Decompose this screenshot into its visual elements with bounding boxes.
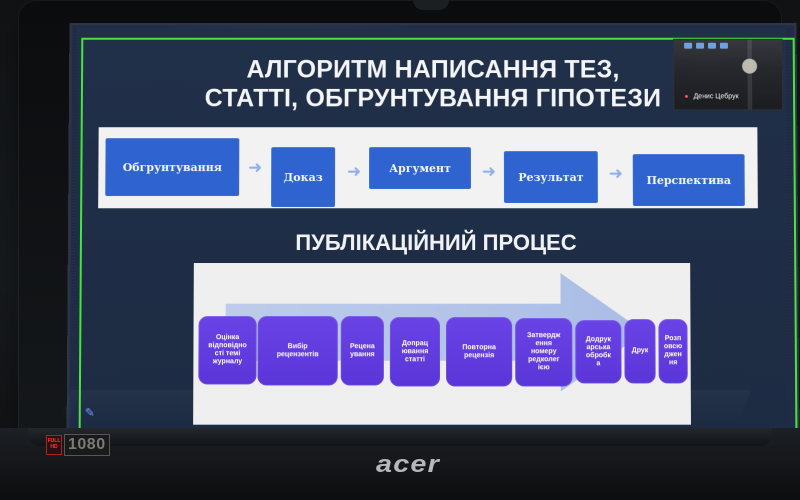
- laptop-bezel: АЛГОРИТМ НАПИСАННЯ ТЕЗ, СТАТТІ, ОБГРУНТУ…: [18, 0, 800, 458]
- publication-step: Затвердж ення номеру редколег ією: [515, 318, 573, 387]
- hd-resolution-label: 1080: [64, 434, 110, 456]
- flow-arrow-icon: ➜: [248, 158, 263, 179]
- publication-step: Додрук арська обробк а: [575, 320, 622, 384]
- publication-step: Оцінка відповідно сті темі журналу: [198, 316, 257, 385]
- camera-icon: [684, 42, 693, 49]
- camera-icon: [696, 42, 705, 49]
- publication-step-label: Друк: [631, 347, 649, 355]
- hd-badge: FULL HD 1080: [46, 434, 110, 456]
- publication-step: Вибір рецензентів: [257, 316, 338, 386]
- publication-step-label: Затвердж ення номеру редколег ією: [527, 332, 561, 372]
- publication-step: Друк: [624, 319, 656, 384]
- publication-step-label: Розп овсю джен ня: [663, 335, 683, 367]
- algorithm-step-label: Доказ: [283, 170, 323, 184]
- publication-step: Повторна рецензія: [446, 317, 513, 387]
- slide-subtitle: ПУБЛІКАЦІЙНИЙ ПРОЦЕС: [295, 230, 577, 256]
- camera-notch: [413, 0, 449, 10]
- algorithm-step: Аргумент: [369, 147, 471, 190]
- camera-icon: [707, 42, 716, 49]
- publication-step-label: Оцінка відповідно сті темі журналу: [208, 334, 247, 366]
- algorithm-panel: Обгрунтування ➜ Доказ ➜ Аргумент ➜ Резул…: [98, 127, 758, 209]
- flow-arrow-icon: ➜: [481, 162, 497, 183]
- algorithm-step-label: Перспектива: [646, 173, 731, 187]
- algorithm-step: Результат: [503, 151, 598, 204]
- camera-icon: [719, 42, 728, 49]
- screen: АЛГОРИТМ НАПИСАННЯ ТЕЗ, СТАТТІ, ОБГРУНТУ…: [66, 22, 800, 441]
- participant-name: ● Денис Цебрук: [684, 93, 738, 101]
- slide-title: АЛГОРИТМ НАПИСАННЯ ТЕЗ, СТАТТІ, ОБГРУНТУ…: [204, 55, 662, 113]
- participant-video-tile[interactable]: ● Денис Цебрук: [673, 38, 784, 111]
- algorithm-step: Доказ: [271, 147, 336, 208]
- publication-step-label: Вибір рецензентів: [276, 342, 319, 358]
- algorithm-step: Обгрунтування: [105, 138, 240, 197]
- publication-process-panel: Оцінка відповідно сті темі журналу Вибір…: [193, 263, 691, 425]
- flow-arrow-icon: ➜: [608, 164, 623, 185]
- mic-icon: ●: [684, 93, 689, 101]
- publication-step-label: Рецена ування: [349, 342, 375, 358]
- publication-step-label: Повторна рецензія: [462, 343, 496, 359]
- participant-name-text: Денис Цебрук: [693, 93, 739, 101]
- algorithm-step-label: Аргумент: [389, 161, 451, 175]
- hd-small-label: FULL HD: [46, 435, 62, 455]
- algorithm-step-label: Обгрунтування: [122, 160, 222, 174]
- algorithm-step: Перспектива: [632, 154, 745, 207]
- publication-step: Рецена ування: [340, 316, 384, 386]
- publication-step: Розп овсю джен ня: [658, 319, 688, 384]
- laptop-bottom: [0, 428, 800, 500]
- flow-arrow-icon: ➜: [346, 162, 362, 183]
- publication-step: Допрац ювання статті: [389, 317, 441, 387]
- video-tile-toolbar: [684, 42, 728, 49]
- publication-step-label: Допрац ювання статті: [401, 339, 429, 363]
- brand-logo: acer: [376, 451, 441, 478]
- algorithm-step-label: Результат: [518, 170, 584, 184]
- publication-step-label: Додрук арська обробк а: [585, 335, 612, 367]
- pencil-icon[interactable]: ✎: [84, 405, 95, 420]
